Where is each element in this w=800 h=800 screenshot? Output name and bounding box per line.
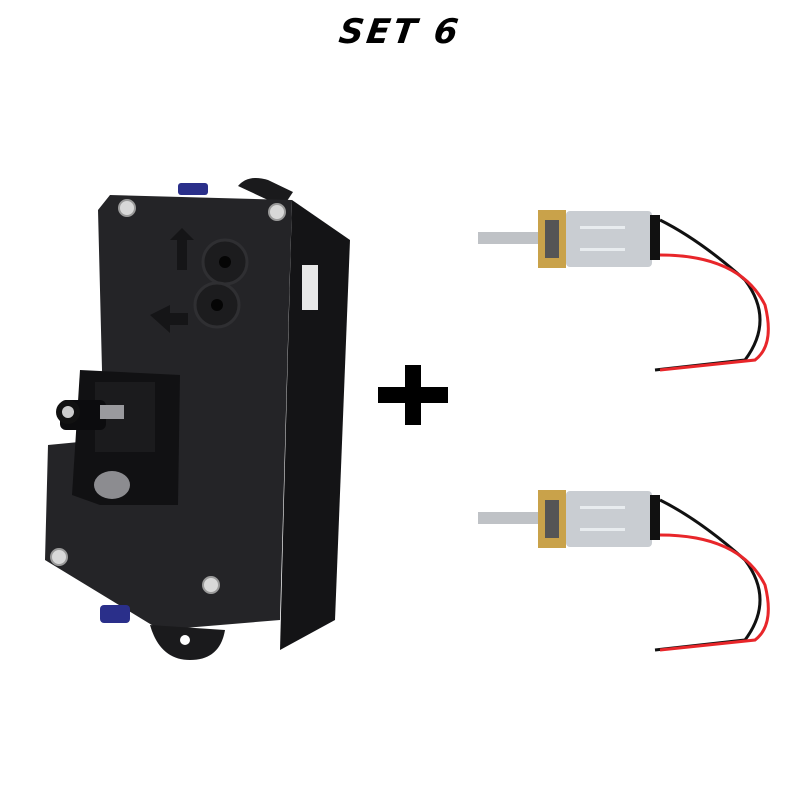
gear-motor-2 [478, 490, 770, 652]
plus-sign [378, 365, 448, 425]
feeder-housing [45, 178, 350, 660]
gear-motor-1 [478, 210, 770, 372]
plus-vertical-bar [405, 365, 421, 425]
